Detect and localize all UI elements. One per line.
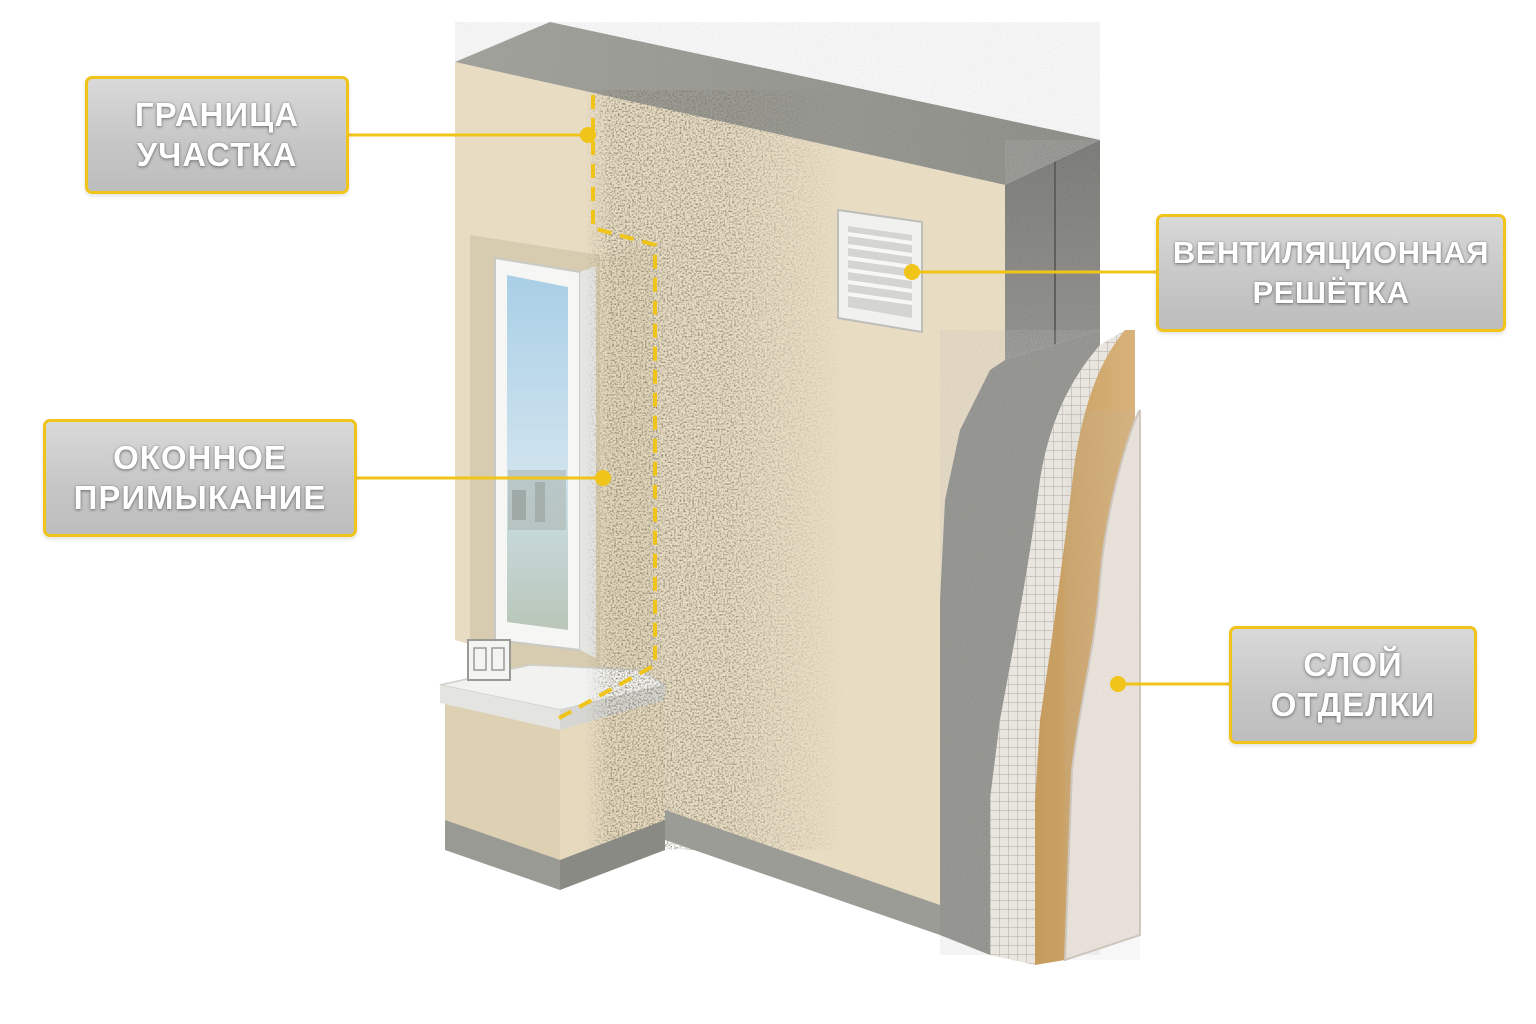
callout-finish-line1: СЛОЙ [1303,646,1403,683]
callout-finish-line2: ОТДЕЛКИ [1270,686,1436,723]
callout-ventilation-grille: ВЕНТИЛЯЦИОННАЯ РЕШЁТКА [1156,214,1506,332]
callout-window-junction: ОКОННОЕ ПРИМЫКАНИЕ [43,419,357,537]
ventilation-grille [837,208,923,334]
callout-leaders [348,127,1230,692]
callout-boundary: ГРАНИЦА УЧАСТКА [85,76,349,194]
callout-window-line1: ОКОННОЕ [113,439,287,476]
callout-boundary-line2: УЧАСТКА [136,136,298,173]
callout-boundary-line1: ГРАНИЦА [134,96,300,133]
callout-finish-layer: СЛОЙ ОТДЕЛКИ [1229,626,1477,744]
boundary-dashed-line [551,95,657,724]
callout-window-line2: ПРИМЫКАНИЕ [73,479,327,516]
callout-vent-line2: РЕШЁТКА [1252,275,1410,310]
callout-vent-line1: ВЕНТИЛЯЦИОННАЯ [1172,235,1490,270]
